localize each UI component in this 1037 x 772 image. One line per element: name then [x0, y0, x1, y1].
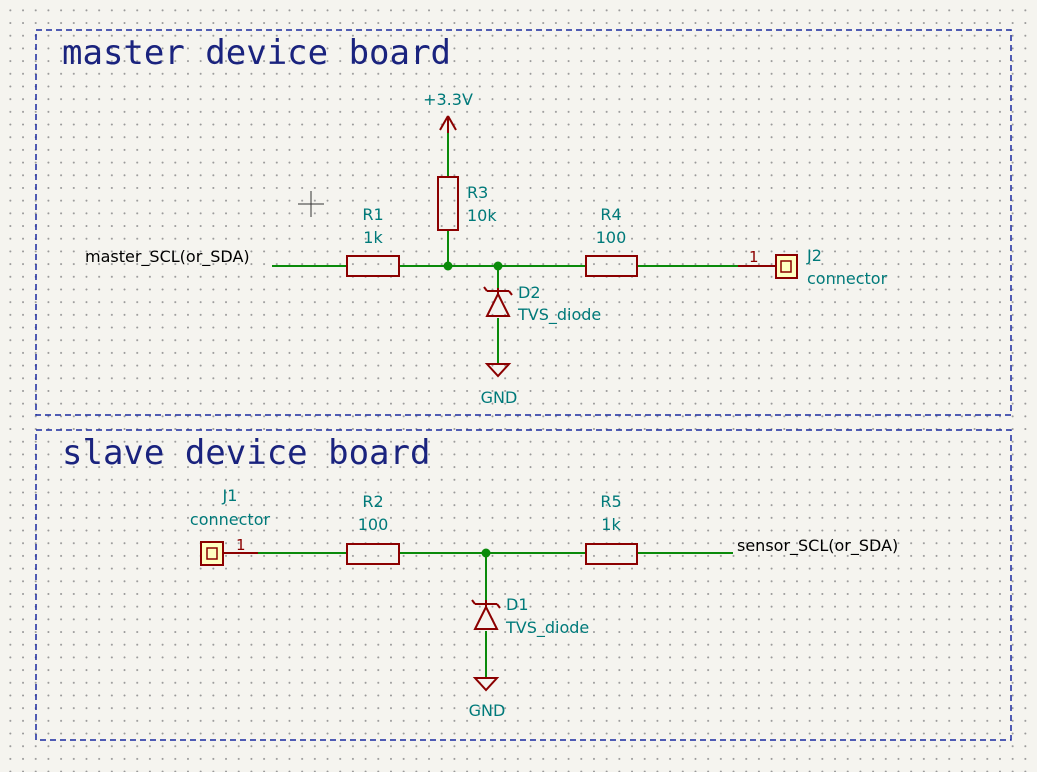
j2-ref: J2	[806, 246, 822, 265]
junction-dot[interactable]	[493, 261, 503, 271]
resistor-r1[interactable]: R1 1k	[346, 205, 400, 277]
gnd-symbol-slave[interactable]: GND	[469, 677, 506, 720]
slave-board-title: slave device board	[62, 433, 430, 473]
r5-value: 1k	[601, 515, 621, 534]
j1-ref: J1	[222, 486, 238, 505]
master-wires	[272, 133, 738, 364]
master-board-border	[35, 29, 1012, 416]
connector-j1[interactable]: 1 J1 connector	[190, 486, 271, 566]
power-symbol-3v3[interactable]: +3.3V	[423, 90, 473, 133]
resistor-r2[interactable]: R2 100	[346, 492, 400, 565]
gnd-symbol-master[interactable]: GND	[481, 363, 518, 407]
d2-value: TVS_diode	[517, 305, 601, 325]
r3-value: 10k	[467, 206, 497, 225]
r3-ref: R3	[467, 183, 488, 202]
junction-dot[interactable]	[481, 548, 491, 558]
j1-pin-number: 1	[236, 536, 246, 554]
net-label-master-scl[interactable]: master_SCL(or_SDA)	[85, 247, 250, 267]
d1-value: TVS_diode	[505, 618, 589, 638]
j2-pin-number: 1	[749, 248, 759, 266]
d2-ref: D2	[518, 283, 541, 302]
power-label-3v3: +3.3V	[423, 90, 473, 109]
resistor-r3[interactable]: R3 10k	[437, 176, 497, 231]
connector-j2[interactable]: 1 J2 connector	[738, 246, 888, 288]
crosshair-cursor-icon	[298, 191, 324, 217]
d1-ref: D1	[506, 595, 529, 614]
junction-dot[interactable]	[443, 261, 453, 271]
resistor-r4[interactable]: R4 100	[585, 205, 638, 277]
r1-value: 1k	[363, 228, 383, 247]
j2-value: connector	[807, 269, 888, 288]
resistor-r5[interactable]: R5 1k	[585, 492, 638, 565]
diode-d1[interactable]: D1 TVS_diode	[471, 595, 589, 638]
diode-d2[interactable]: D2 TVS_diode	[483, 283, 601, 325]
r2-value: 100	[358, 515, 389, 534]
j1-value: connector	[190, 510, 271, 529]
r4-value: 100	[596, 228, 627, 247]
r1-ref: R1	[362, 205, 383, 224]
r4-ref: R4	[600, 205, 621, 224]
slave-board-border	[35, 429, 1012, 741]
r5-ref: R5	[600, 492, 621, 511]
net-label-sensor-scl[interactable]: sensor_SCL(or_SDA)	[737, 536, 898, 556]
gnd-label-master: GND	[481, 388, 518, 407]
slave-wires	[224, 552, 733, 678]
r2-ref: R2	[362, 492, 383, 511]
gnd-label-slave: GND	[469, 701, 506, 720]
master-board-title: master device board	[62, 33, 451, 73]
